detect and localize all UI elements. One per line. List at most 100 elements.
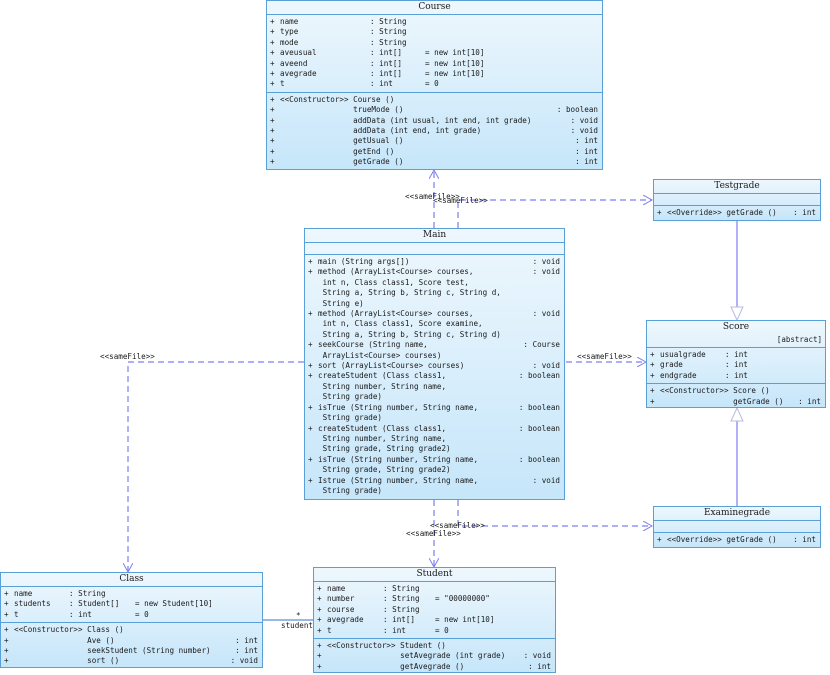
attribute-row: +endgrade: int — [647, 371, 825, 381]
operation-return-type: : void — [570, 115, 598, 125]
attribute-name: number — [327, 594, 355, 604]
visibility-marker: + — [308, 257, 313, 266]
class-title: Score — [722, 322, 750, 332]
visibility-marker — [305, 288, 318, 298]
attribute-row: +mode: String — [267, 38, 602, 48]
operation-row: +Istrue (String number, String name,: vo… — [305, 476, 564, 486]
operation-row: +isTrue (String number, String name,: bo… — [305, 455, 564, 465]
class-main[interactable]: Main +main (String args[]): void+method … — [304, 228, 565, 500]
visibility-marker — [305, 465, 318, 475]
visibility-marker — [305, 382, 318, 392]
operation-return-type: : int — [528, 661, 551, 671]
visibility-marker: + — [308, 340, 313, 350]
operation-return-type: : int — [793, 208, 816, 217]
operation-signature: isTrue (String number, String name, — [318, 454, 479, 464]
attribute-row: +type: String — [267, 27, 602, 37]
attribute-type: : int[] — [370, 69, 403, 79]
visibility-marker — [305, 351, 318, 361]
class-class[interactable]: Class +name: String+students: Student[]=… — [0, 572, 263, 668]
visibility-marker: + — [317, 584, 322, 593]
visibility-marker: + — [4, 656, 9, 666]
attribute-row: +students: Student[]= new Student[10] — [1, 599, 262, 609]
operation-row: int n, Class class1, Score test, — [305, 278, 564, 288]
attribute-initial-value: = new int[10] — [425, 48, 485, 58]
operation-signature: int n, Class class1, Score examine, — [318, 319, 483, 329]
class-score[interactable]: Score [abstract] +usualgrade: int+grade:… — [646, 320, 826, 408]
operation-row: + setAvegrade (int grade): void — [314, 651, 555, 661]
attribute-row: +name: String — [314, 584, 555, 594]
operation-return-type: : Course — [523, 340, 560, 350]
samefile-label-class: <<sameFile>> — [100, 352, 155, 361]
attribute-name: avegrade — [280, 69, 317, 79]
operation-row: +<<Override>> getGrade (): int — [654, 208, 820, 218]
dependency-main-examinegrade — [457, 500, 652, 526]
operation-return-type: : void — [532, 309, 560, 319]
visibility-marker: + — [657, 535, 662, 544]
operation-return-type: : int — [235, 635, 258, 645]
attribute-type: : int — [725, 360, 748, 370]
samefile-label-examinegrade: <<sameFile>> — [430, 521, 485, 530]
operation-signature: <<Constructor>> Score () — [660, 386, 770, 396]
visibility-marker: + — [650, 370, 655, 380]
generalization-arrowhead-testgrade — [730, 306, 744, 322]
visibility-marker: + — [270, 157, 275, 167]
attributes-section — [654, 194, 820, 206]
visibility-marker: + — [308, 309, 313, 319]
attribute-type: : int[] — [370, 48, 403, 58]
multiplicity-label: * — [296, 611, 301, 620]
operation-signature: int n, Class class1, Score test, — [318, 277, 469, 287]
operation-signature: String number, String name, — [318, 433, 447, 443]
attribute-initial-value: = 0 — [425, 79, 439, 89]
samefile-label-course: <<sameFile>> — [405, 192, 460, 201]
operation-return-type: : int — [793, 535, 816, 544]
operation-row: String number, String name, — [305, 382, 564, 392]
attributes-section: +usualgrade: int+grade: int+endgrade: in… — [647, 348, 825, 385]
attribute-initial-value: = 0 — [135, 609, 149, 619]
visibility-marker: + — [317, 641, 322, 651]
operation-row: String number, String name, — [305, 434, 564, 444]
operation-signature: ArrayList<Course> courses) — [318, 350, 442, 360]
operation-signature: getGrade () — [660, 396, 784, 406]
class-examinegrade[interactable]: Examinegrade +<<Override>> getGrade (): … — [653, 506, 821, 548]
visibility-marker: + — [270, 115, 275, 125]
operation-row: +main (String args[]): void — [305, 257, 564, 267]
class-student[interactable]: Student +name: String+number: String= "0… — [313, 567, 556, 673]
class-testgrade[interactable]: Testgrade +<<Override>> getGrade (): int — [653, 179, 821, 221]
operation-row: + getAvegrade (): int — [314, 662, 555, 672]
operation-return-type — [598, 95, 602, 105]
visibility-marker: + — [270, 58, 275, 68]
operation-return-type: : boolean — [518, 454, 560, 464]
operations-section: +main (String args[]): void+method (Arra… — [305, 255, 564, 498]
attribute-initial-value: = "00000000" — [435, 594, 490, 604]
class-course[interactable]: Course +name: String+type: String+mode: … — [266, 0, 603, 170]
attribute-name: mode — [280, 37, 299, 47]
operation-signature: seekStudent (String number) — [14, 646, 211, 656]
attribute-initial-value: = new int[10] — [425, 58, 485, 68]
visibility-marker — [305, 444, 318, 454]
attribute-name: students — [14, 599, 51, 609]
attributes-section: +name: String+students: Student[]= new S… — [1, 587, 262, 624]
operations-section: +<<Constructor>> Course ()+ trueMode ():… — [267, 93, 602, 170]
operation-signature: isTrue (String number, String name, — [318, 402, 479, 412]
attribute-type: : String — [370, 27, 407, 37]
attribute-row: +course: String — [314, 605, 555, 615]
visibility-marker: + — [270, 136, 275, 146]
attribute-initial-value: = new int[10] — [425, 69, 485, 79]
operation-signature: String grade) — [318, 392, 383, 402]
operation-row: String grade) — [305, 413, 564, 423]
attribute-row: +avegrade: int[]= new int[10] — [314, 615, 555, 625]
visibility-marker: + — [270, 27, 275, 37]
visibility-marker: + — [270, 48, 275, 58]
attribute-row: +number: String= "00000000" — [314, 594, 555, 604]
visibility-marker: + — [4, 625, 9, 635]
attribute-row: +aveusual: int[]= new int[10] — [267, 48, 602, 58]
operation-row: String e) — [305, 299, 564, 309]
operation-signature: method (ArrayList<Course> courses, — [318, 309, 474, 319]
operation-signature: String grade, String grade2) — [318, 465, 451, 475]
visibility-marker: + — [650, 386, 655, 396]
attribute-type: : String — [69, 589, 106, 598]
operation-row: +sort (ArrayList<Course> courses): void — [305, 361, 564, 371]
operations-section: +<<Override>> getGrade (): int — [654, 533, 820, 547]
visibility-marker — [305, 486, 318, 496]
operation-row: + getGrade (): int — [647, 397, 825, 407]
